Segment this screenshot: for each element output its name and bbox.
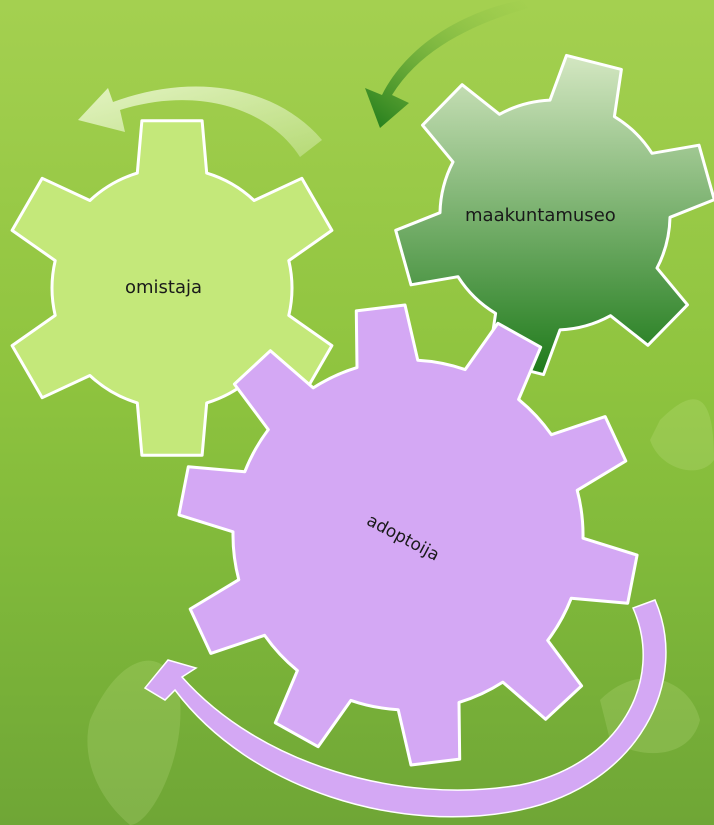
gear-label-omistaja: omistaja xyxy=(125,277,203,298)
cycle-arrow-top-right xyxy=(365,0,528,128)
gear-adoptoija xyxy=(177,303,639,767)
gear-layer xyxy=(10,53,714,767)
gear-label-maakuntamuseo: maakuntamuseo xyxy=(465,205,616,226)
gear-maakuntamuseo xyxy=(394,53,714,377)
cycle-arrow-top-left xyxy=(78,86,322,157)
cycle-arrow-bottom xyxy=(143,599,667,818)
